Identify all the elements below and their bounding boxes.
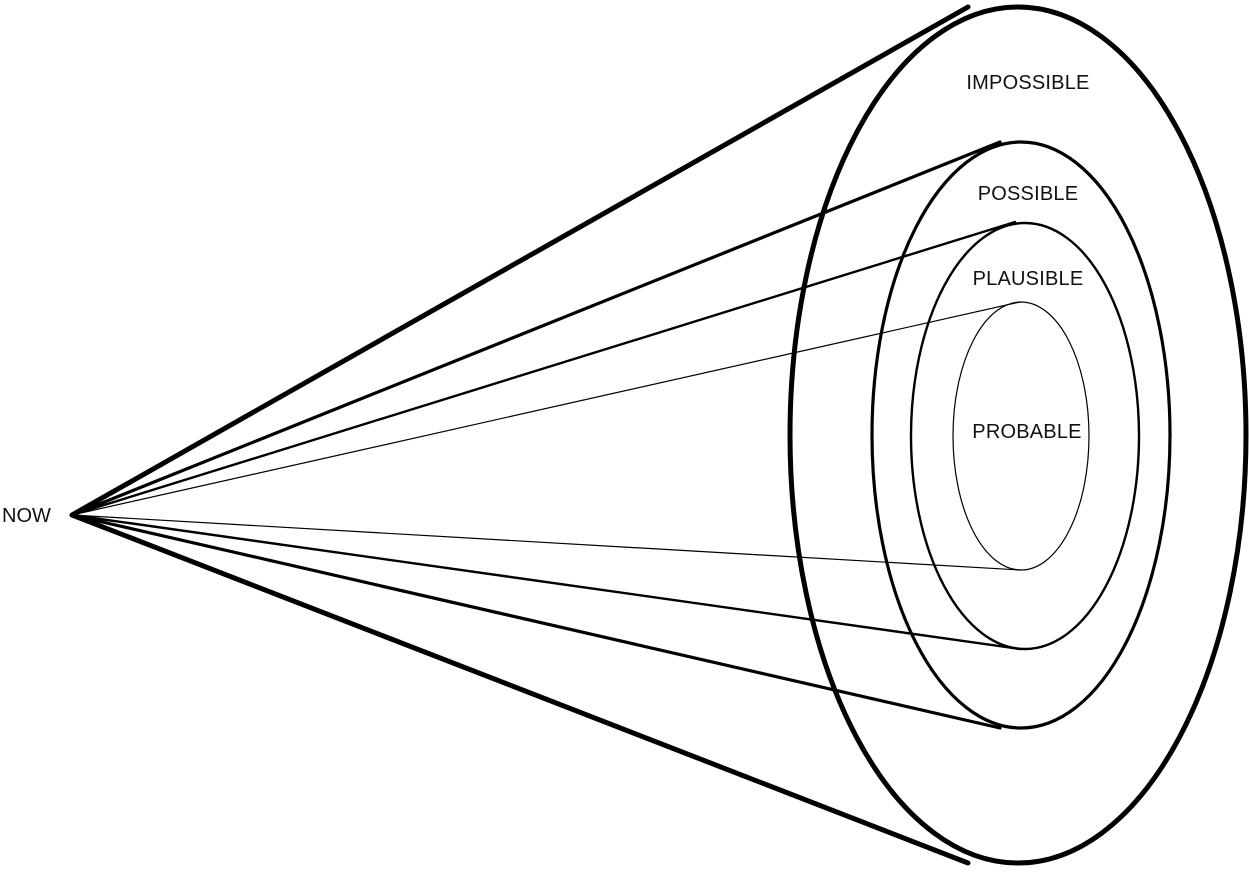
label-plausible: PLAUSIBLE xyxy=(973,268,1084,290)
ring-possible xyxy=(870,140,1172,730)
ring-probable xyxy=(952,301,1090,571)
ray-probable-bottom xyxy=(71,514,1021,571)
ray-impossible-bottom xyxy=(69,512,971,866)
ring-impossible xyxy=(787,4,1249,866)
ray-probable-top xyxy=(71,301,1021,516)
label-probable: PROBABLE xyxy=(972,421,1081,443)
label-now: NOW xyxy=(2,505,51,527)
ray-impossible-top xyxy=(69,4,971,518)
cone-rays xyxy=(69,4,1022,866)
label-impossible: IMPOSSIBLE xyxy=(966,72,1089,94)
ray-plausible-top xyxy=(70,220,1017,517)
ring-labels: IMPOSSIBLE POSSIBLE PLAUSIBLE PROBABLE xyxy=(966,72,1089,443)
ray-plausible-bottom xyxy=(70,513,1022,651)
ray-possible-bottom xyxy=(70,513,1002,730)
ray-possible-top xyxy=(70,140,1002,517)
ring-plausible xyxy=(909,221,1141,651)
label-possible: POSSIBLE xyxy=(978,183,1079,205)
cone-rings xyxy=(787,4,1249,866)
